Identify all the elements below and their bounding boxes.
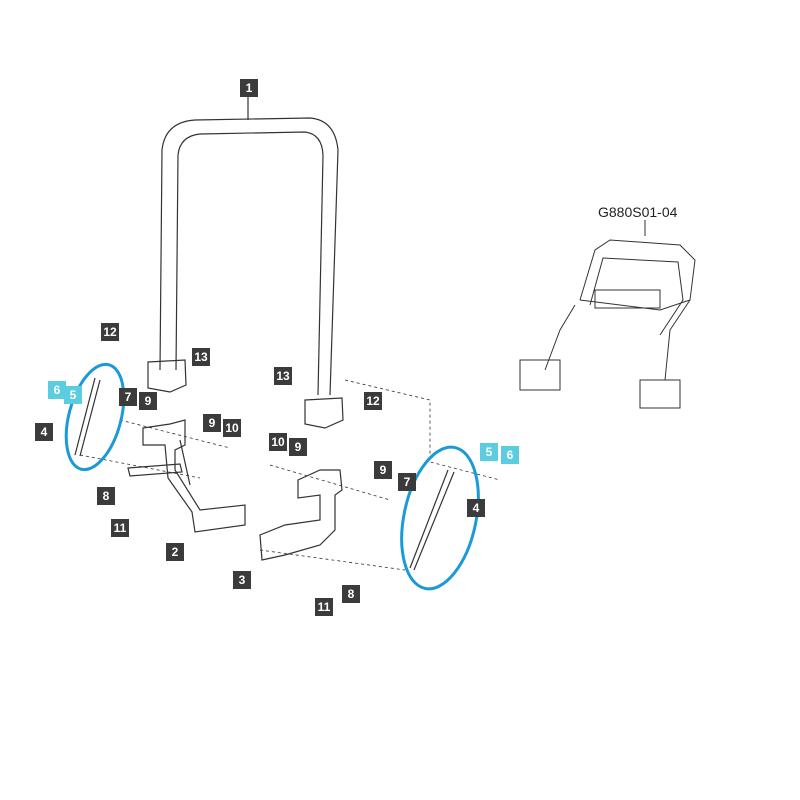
- callout-label: 4: [467, 499, 485, 517]
- callout-label: 9: [203, 414, 221, 432]
- callout-label: 1: [240, 79, 258, 97]
- gas-strut-left: [74, 377, 101, 457]
- callout-label: 8: [97, 487, 115, 505]
- callout-label: 2: [166, 543, 184, 561]
- callout-label: 9: [139, 392, 157, 410]
- highlight-ellipse-left: [64, 362, 126, 472]
- gas-strut-right: [409, 469, 455, 571]
- callout-label: 13: [192, 348, 210, 366]
- callout-label: 7: [119, 388, 137, 406]
- callout-label: 10: [223, 419, 241, 437]
- callout-label: 8: [342, 585, 360, 603]
- callout-label: 5: [480, 443, 498, 461]
- left-bracket: [127, 419, 246, 533]
- callout-label: 12: [364, 392, 382, 410]
- callout-label: 9: [289, 438, 307, 456]
- leader-lines: [79, 379, 501, 571]
- callout-label: 12: [101, 323, 119, 341]
- callout-label: 4: [35, 423, 53, 441]
- assembly-thumbnail: [519, 220, 696, 409]
- highlight-ellipse-right: [400, 445, 480, 591]
- callout-label: 13: [274, 367, 292, 385]
- reference-code: G880S01-04: [598, 204, 678, 220]
- callout-label: 11: [111, 519, 129, 537]
- callout-label: 6: [501, 446, 519, 464]
- callout-label: 7: [398, 473, 416, 491]
- callout-label: 11: [315, 598, 333, 616]
- callout-label: 6: [48, 381, 66, 399]
- callout-label: 3: [233, 571, 251, 589]
- callout-label: 9: [374, 461, 392, 479]
- callout-label: 5: [64, 386, 82, 404]
- roll-bar-frame: [147, 96, 344, 429]
- callout-label: 10: [269, 433, 287, 451]
- right-bracket: [259, 469, 343, 561]
